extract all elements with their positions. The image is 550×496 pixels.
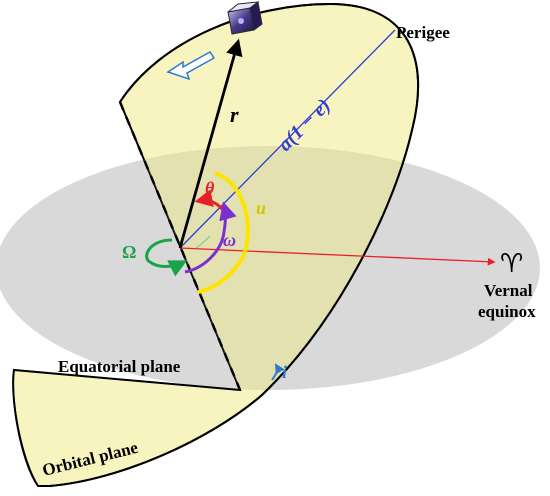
perigee-line (179, 29, 396, 249)
radius-vector (178, 38, 243, 249)
equinox-label: equinox (478, 302, 536, 321)
vernal-label: Vernal (484, 281, 533, 300)
u-arc (197, 171, 250, 294)
equatorial-plane-label: Equatorial plane (58, 357, 181, 376)
hollow-arrow-icon (166, 51, 216, 81)
theta-label: θ (205, 178, 215, 198)
r-label: r (230, 102, 239, 127)
inclination-arc (271, 363, 285, 381)
Omega-arc-inner (195, 235, 211, 249)
orbit-edge-lower (12, 369, 39, 487)
inclination-label: i (282, 362, 287, 382)
aries-icon: ♈ (500, 249, 523, 279)
satellite-icon (227, 1, 263, 35)
omega-arc (184, 201, 237, 274)
perigee-label: Perigee (396, 23, 450, 42)
u-label: u (256, 198, 266, 218)
Omega-arc (145, 238, 188, 277)
vernal-equinox-arrow (179, 247, 496, 266)
omega-small-label: ω (223, 230, 236, 250)
theta-arc (194, 189, 224, 211)
line-of-nodes (118, 101, 242, 391)
Omega-label: Ω (122, 242, 136, 262)
